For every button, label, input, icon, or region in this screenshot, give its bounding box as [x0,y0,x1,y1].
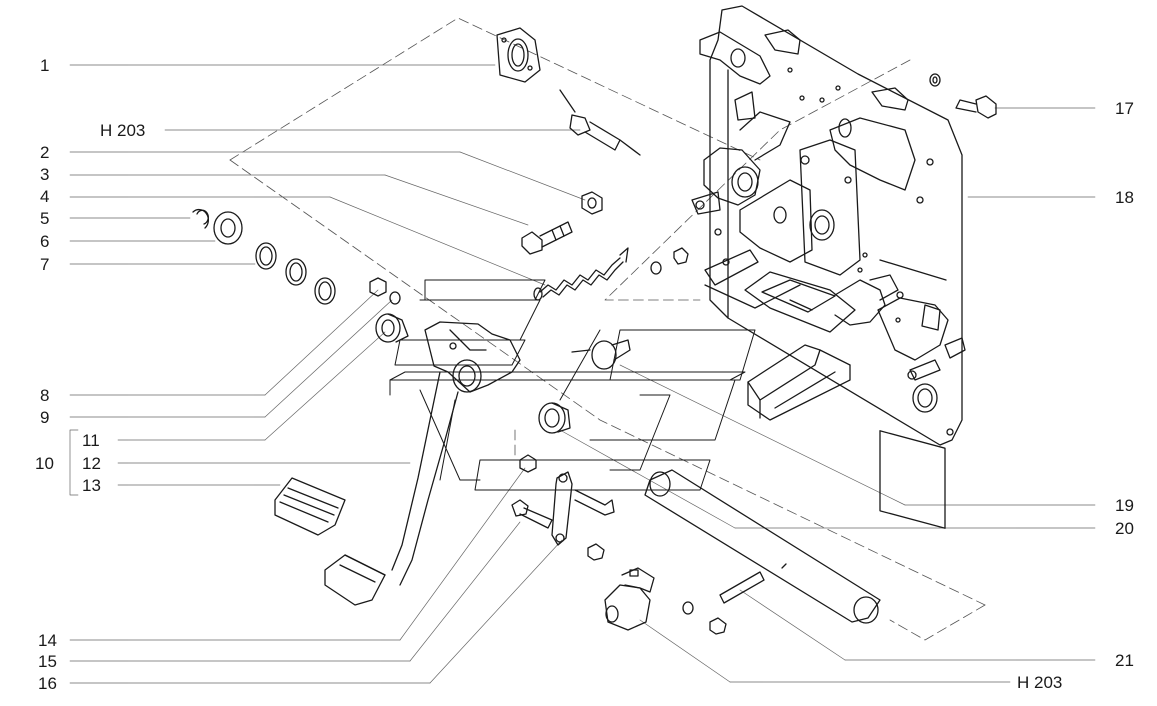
spring-washers [650,247,689,275]
sensor-h203-top [559,89,641,156]
callout-1: 1 [40,56,50,75]
part-18-bracket [691,5,966,529]
callout-16: 16 [38,674,57,693]
callout-6: 6 [40,232,50,251]
callout-3: 3 [40,165,50,184]
bottom-fasteners [587,543,765,635]
pedal-arm [391,321,521,586]
callout-21: 21 [1115,651,1134,670]
callout-7: 7 [40,255,50,274]
callout-15: 15 [38,652,57,671]
callout-4: 4 [40,187,50,206]
callout-h203-bottom: H 203 [1017,673,1063,692]
part-5-circlip [192,208,209,229]
callout-8: 8 [40,386,50,405]
part-15-bolt [511,499,553,529]
part-1-flange [496,27,541,83]
assembly-dashed-outline [229,17,986,641]
part-3-bolt [521,221,573,255]
callout-h203-top: H 203 [100,121,146,140]
part-13-rubber-pad [274,477,346,536]
part-4-spring [533,247,629,301]
callout-2: 2 [40,143,50,162]
callout-9: 9 [40,408,50,427]
callout-18: 18 [1115,188,1134,207]
switch-h203-bottom [604,567,655,631]
callout-17: 17 [1115,99,1134,118]
part-16-link [551,471,615,546]
part-11-bushing [375,313,409,343]
callout-10: 10 [35,454,54,473]
center-bushing [538,402,571,434]
callout-19: 19 [1115,496,1134,515]
part-2-nut [581,191,603,215]
part-6-washer [213,211,243,245]
pedal-pad [324,554,386,606]
part-8-nut [369,277,387,297]
callout-13: 13 [82,476,101,495]
part-19-knob [571,339,631,370]
part-14-nut [519,454,537,473]
callout-20: 20 [1115,519,1134,538]
callout-14: 14 [38,631,57,650]
pedal-stack-graphic [389,279,756,491]
callout-12: 12 [82,454,101,473]
callout-11: 11 [82,431,100,450]
part-9-washer [389,291,401,305]
part-20-shaft [644,469,881,624]
leader-lines [69,64,1096,684]
part-7-rings [255,242,336,305]
callout-5: 5 [40,209,50,228]
part-17-bolt [929,73,997,119]
